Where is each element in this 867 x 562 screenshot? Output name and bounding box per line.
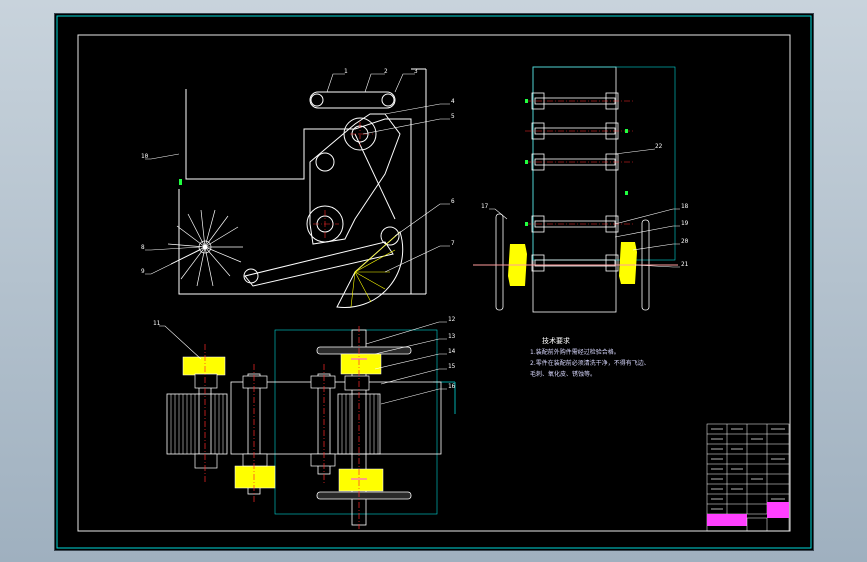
pivot-b (381, 93, 395, 107)
right-pivot (380, 226, 400, 246)
plan-magenta (351, 358, 367, 480)
notes-title: 技术要求 (542, 337, 570, 345)
notes-item-2: 2.零件在装配前必须清洗干净，不得有飞边、 (530, 360, 650, 367)
balloon-21: 21 (681, 261, 689, 268)
lever-arm (309, 113, 401, 245)
plan-view (166, 329, 456, 526)
title-block-magenta-2 (767, 502, 789, 518)
balloon-15: 15 (448, 363, 456, 370)
balloon-20: 20 (681, 238, 689, 245)
technical-notes: 技术要求 1.装配前外购件需经过检验合格。 2.零件在装配前必须清洗干净，不得有… (530, 336, 730, 380)
balloon-9: 9 (141, 268, 145, 275)
balloon-3: 3 (414, 68, 418, 75)
balloon-17: 17 (481, 203, 489, 210)
side-centerlines (525, 100, 635, 225)
roller-hatching (170, 394, 379, 454)
idler-small (315, 152, 335, 172)
side-hubs (531, 92, 619, 272)
plan-housing (230, 381, 442, 455)
balloon-11: 11 (153, 320, 161, 327)
title-block-magenta (707, 514, 747, 526)
upper-link (309, 91, 396, 109)
drive-sprocket-upper (343, 117, 377, 151)
leaders-elevation (145, 73, 450, 275)
cad-viewport[interactable]: 1 2 3 4 5 6 7 10 8 9 11 12 13 14 15 16 1… (54, 13, 814, 551)
balloon-7: 7 (451, 240, 455, 247)
pivot-a (310, 93, 324, 107)
leaders-side (489, 148, 680, 268)
sector-hatch (350, 231, 401, 308)
balloon-12: 12 (448, 316, 456, 323)
balloon-18: 18 (681, 203, 689, 210)
title-block-text-marks (711, 428, 785, 510)
left-wheel (495, 213, 504, 311)
outer-frame (56, 15, 812, 549)
top-chain (316, 346, 412, 355)
balloon-4: 4 (451, 98, 455, 105)
housing-outline (178, 89, 412, 295)
plan-yellow-hubs (182, 353, 384, 492)
bottom-chain (316, 491, 412, 500)
notes-item-1: 1.装配前外购件需经过检验合格。 (530, 349, 620, 356)
balloon-6: 6 (451, 198, 455, 205)
lower-link (244, 241, 394, 287)
plan-red-axis (204, 326, 360, 529)
balloon-13: 13 (448, 333, 456, 340)
side-view (495, 66, 676, 313)
balloon-8: 8 (141, 244, 145, 251)
balloon-2: 2 (384, 68, 388, 75)
balloon-14: 14 (448, 348, 456, 355)
sector-gear (336, 231, 404, 308)
balloon-5: 5 (451, 113, 455, 120)
balloon-1: 1 (344, 68, 348, 75)
balloon-22: 22 (655, 143, 663, 150)
leaders-plan (159, 321, 447, 405)
drive-sprocket-lower (306, 205, 344, 243)
side-green-ticks (525, 99, 628, 226)
balloon-10: 10 (141, 153, 149, 160)
plan-bearing-blocks (194, 373, 370, 469)
reel-wheel (167, 209, 243, 287)
balloon-16: 16 (448, 383, 456, 390)
notes-item-3: 毛刺、氧化皮、锈蚀等。 (530, 371, 597, 378)
elevation-centerlines (313, 122, 373, 238)
inner-frame (77, 34, 791, 532)
drawing-sheet (56, 15, 812, 549)
side-rungs (534, 97, 616, 267)
balloon-19: 19 (681, 220, 689, 227)
